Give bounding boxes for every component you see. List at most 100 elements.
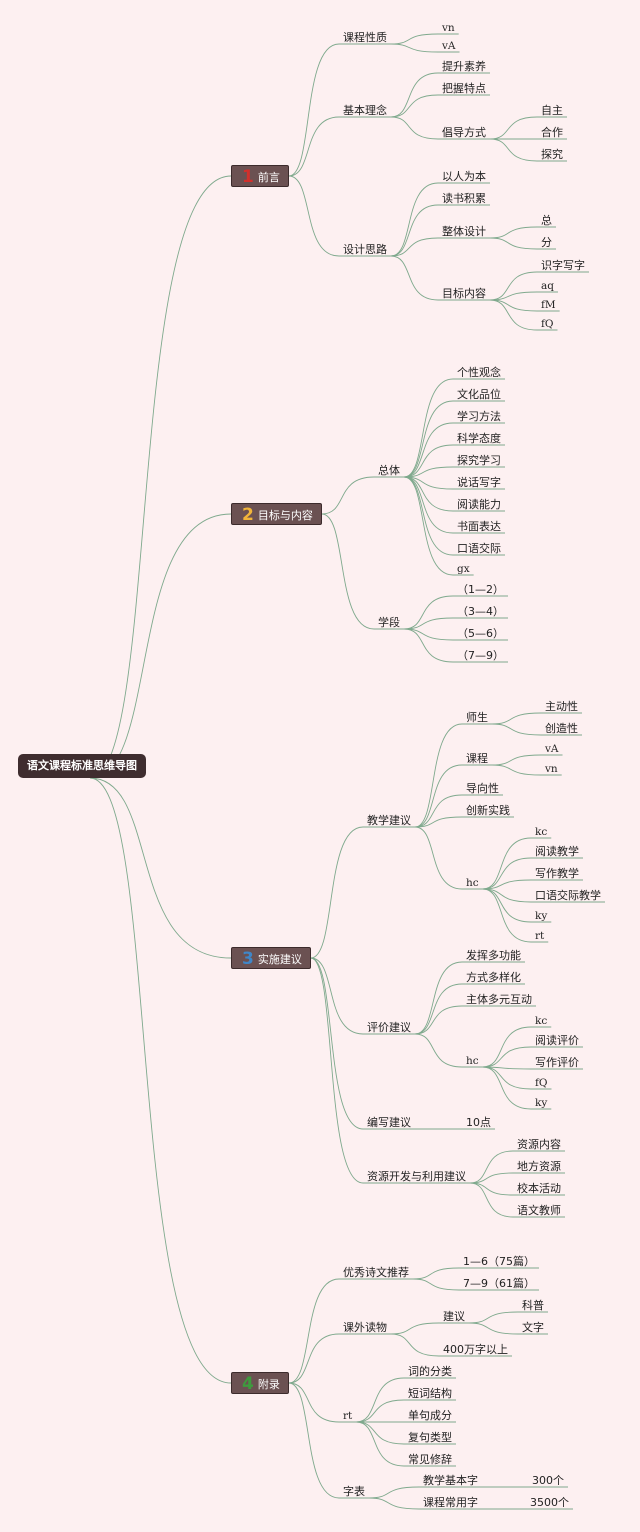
section-1-number: 1 [242,167,254,187]
section-3-connector-1 [310,826,364,959]
section-3-1-1-connector-1 [491,712,542,725]
section-3-title: 实施建议 [257,953,302,966]
section-4-title: 附录 [257,1378,280,1391]
section-2-connector [89,513,232,779]
section-3-node-4: 资源开发与利用建议 [367,1170,466,1183]
section-3-1-connector-5 [414,826,463,890]
section-1-2-node-3: 倡导方式 [442,126,486,139]
section-1-1-node-2: vA [442,40,456,52]
section-3-2-4-connector-2 [482,1046,532,1068]
section-2-1-connector-5 [403,466,454,478]
section-4-node-2: 课外读物 [343,1321,387,1334]
section-3-2-4-node-2: 阅读评价 [535,1034,579,1047]
section-3-1-5-node-3: 写作教学 [535,867,579,880]
section-3-1-connector-2 [414,764,463,828]
section-2-1-node-1: 个性观念 [457,366,501,379]
section-3-1-5-connector-2 [482,857,532,890]
section-2-1-node-8: 书面表达 [457,520,501,533]
section-4-4-node-2: 课程常用字 [423,1496,478,1509]
section-1-3-connector-4 [390,255,439,301]
section-3-4-node-1: 资源内容 [517,1138,561,1151]
section-3-1-5-node-5: ky [535,910,548,922]
section-3-1-node-4: 创新实践 [466,804,510,817]
section-3-2-node-3: 主体多元互动 [466,993,532,1006]
section-3-2-4-node-4: fQ [535,1077,548,1089]
section-1-3-connector-3 [390,237,439,257]
section-1-3-4-connector-1 [489,271,538,301]
section-3-2-connector-1 [414,961,463,1035]
section-1-3-3-connector-1 [489,226,538,239]
section-4-connector-2 [288,1333,340,1384]
section-2-1-connector-2 [403,400,454,478]
section-2-1-connector-4 [403,444,454,478]
section-3-1-2-node-2: vn [545,763,558,775]
section-1-connector [89,175,232,779]
section-2-connector-2 [321,513,375,630]
section-3-1-node-5: hc [466,877,479,889]
section-2-1-connector-1 [403,378,454,478]
section-2-1-node-5: 探究学习 [457,454,501,467]
section-3-2-4-connector-1 [482,1026,532,1068]
section-3-connector-4 [310,957,364,1184]
section-4-connector-4 [288,1382,340,1499]
section-2-1-connector-3 [403,422,454,478]
section-1-3-3-node-1: 总 [541,214,552,227]
section-2-title: 目标与内容 [257,509,313,522]
section-1-3-4-connector-4 [489,299,538,331]
root-node: 语文课程标准思维导图 [18,754,146,778]
section-3-4-connector-1 [469,1150,514,1184]
section-3-1-node-2: 课程 [466,752,488,765]
section-4-connector-3 [288,1382,340,1423]
section-4-2-1-connector-2 [468,1322,519,1335]
section-3-1-5-node-2: 阅读教学 [535,845,579,858]
section-1-1-connector-1 [390,33,439,45]
section-3-1-1-node-2: 创造性 [545,722,578,735]
section-2-2-node-1: （1—2） [457,583,504,596]
section-2-2-connector-2 [403,617,454,630]
section-4-4-connector-2 [368,1497,420,1510]
section-3-4-node-2: 地方资源 [517,1160,561,1173]
section-3-1-5-node-4: 口语交际教学 [535,889,601,902]
section-4-number: 4 [242,1374,254,1394]
section-3-2-4-node-1: kc [535,1015,548,1027]
section-2-1-node-4: 科学态度 [457,432,501,445]
section-4-3-connector-4 [356,1421,405,1445]
section-3-1-node-3: 导向性 [466,782,499,795]
section-4-2-1-node-1: 科普 [522,1299,544,1312]
section-2-2-connector-1 [403,595,454,630]
section-4-4-1-node-1: 300个 [532,1474,564,1487]
section-3-2-node-4: hc [466,1055,479,1067]
section-3-1-connector-1 [414,723,463,828]
section-4-3-connector-1 [356,1377,405,1423]
section-2-2-node-2: （3—4） [457,605,504,618]
section-4-node-4: 字表 [343,1485,365,1498]
section-3-1-2-connector-2 [491,764,542,776]
section-2-1-node-3: 学习方法 [457,410,501,423]
section-4-node-1: 优秀诗文推荐 [343,1266,409,1279]
section-1-connector-2 [288,116,340,177]
section-3-number: 3 [242,949,254,969]
section-1-3-connector-1 [390,182,439,257]
section-1-2-connector-1 [390,72,439,118]
section-3-1-node-1: 师生 [466,711,488,724]
section-4-1-connector-2 [412,1278,460,1291]
section-4-3-node-4: 复句类型 [408,1431,452,1444]
section-2-2-connector-4 [403,628,454,663]
section-2-1-connector-7 [403,476,454,512]
section-3-1-5-connector-5 [482,888,532,923]
section-4-3-node-1: 词的分类 [408,1365,452,1378]
section-1-2-3-connector-3 [489,138,538,162]
section-1-node-1: 课程性质 [343,31,387,44]
section-3-1-1-connector-2 [491,723,542,736]
section-3-1-5-connector-1 [482,837,532,890]
section-3-1-5-connector-6 [482,888,532,943]
section-3-2-4-connector-3 [482,1066,532,1070]
section-4-2-node-1: 建议 [443,1310,465,1323]
section-1-3-4-node-2: aq [541,280,554,292]
section-3-node-3: 编写建议 [367,1116,411,1129]
section-3-connector-2 [310,957,364,1035]
section-1-3-4-node-1: 识字写字 [541,259,585,272]
section-4-1-connector-1 [412,1267,460,1280]
